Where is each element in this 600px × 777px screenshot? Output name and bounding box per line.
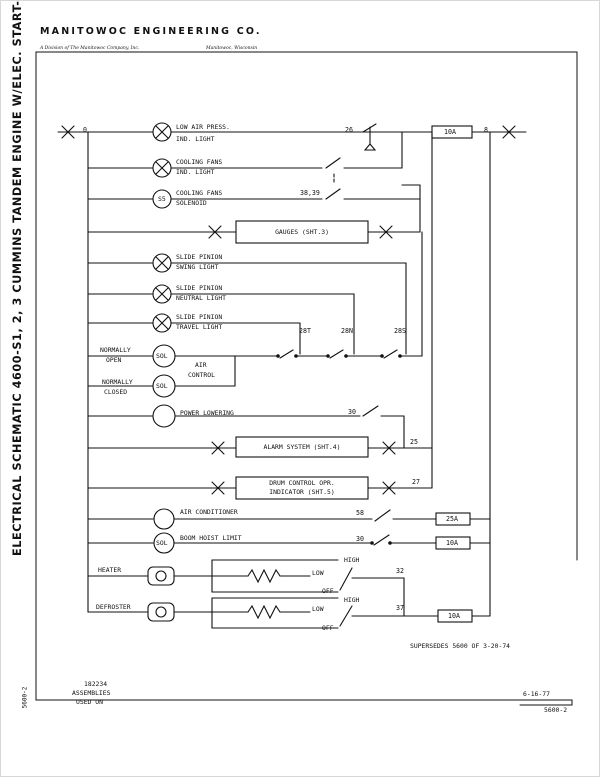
label-air-conditioner: AIR CONDITIONER [180, 508, 238, 516]
heater-motor-icon [147, 566, 175, 586]
row-air-control [87, 231, 423, 398]
label-cooling-sol-2: SOLENOID [176, 199, 207, 207]
wire-number-26: 26 [345, 126, 353, 134]
wire-number-25: 25 [410, 438, 418, 446]
label-gauges: GAUGES (SHT.3) [275, 228, 329, 236]
row-cooling-fans-ind [87, 131, 403, 185]
label-heater-off: OFF [322, 587, 334, 595]
supersedes-note: SUPERSEDES 5600 OF 3-20-74 [410, 642, 511, 650]
revision-date: 6-16-77 [523, 690, 550, 698]
row-cooling-fans-sol [87, 184, 421, 209]
symbol-sol-closed: SOL [156, 382, 168, 390]
label-air: AIR [195, 361, 207, 369]
label-defroster-low: LOW [312, 605, 324, 613]
wire-number-38-39: 38,39 [300, 189, 320, 197]
label-defroster-high: HIGH [344, 596, 360, 604]
label-alarm-system: ALARM SYSTEM (SHT.4) [263, 443, 341, 451]
wire-number-32: 32 [396, 567, 404, 575]
label-slide-swing-2: SWING LIGHT [176, 263, 219, 271]
defroster-motor-icon [147, 602, 175, 622]
label-normally-closed-2: CLOSED [104, 388, 128, 396]
row-alarm-system [87, 131, 433, 489]
label-cooling-ind-2: IND. LIGHT [176, 168, 215, 176]
symbol-s5: S5 [158, 195, 166, 203]
label-boom-hoist-limit: BOOM HOIST LIMIT [180, 534, 242, 542]
label-slide-travel-1: SLIDE PINION [176, 313, 223, 321]
label-slide-travel-2: TRAVEL LIGHT [176, 323, 223, 331]
label-defroster: DEFROSTER [96, 603, 131, 611]
selector-switch-icon [339, 567, 353, 591]
left-terminal-x-icon [61, 125, 75, 139]
label-control: CONTROL [188, 371, 215, 379]
symbol-sol-open: SOL [156, 352, 168, 360]
label-cooling-sol-1: COOLING FANS [176, 189, 223, 197]
resistor-icon [247, 568, 281, 584]
fuse-label-top: 10A [444, 128, 456, 136]
sheet-number: 5600-2 [544, 706, 568, 714]
switch-contact-icon [325, 188, 341, 200]
row-heater [87, 559, 405, 617]
label-normally-open-1: NORMALLY [100, 346, 131, 354]
switch-contact-icon [279, 349, 294, 359]
symbol-sol-boom: SOL [156, 539, 168, 547]
switch-contact-icon [383, 349, 398, 359]
row-slide-pinion [87, 253, 407, 355]
motor-icon [153, 508, 175, 530]
label-normally-closed-1: NORMALLY [102, 378, 133, 386]
switch-contact-icon [374, 509, 391, 522]
label-power-lowering: POWER LOWERING [180, 409, 234, 417]
wire-number-30b: 30 [356, 535, 364, 543]
label-low-air-1: LOW AIR PRESS. [176, 123, 230, 131]
wire-number-37: 37 [396, 604, 404, 612]
label-slide-neutral-1: SLIDE PINION [176, 284, 223, 292]
label-heater-high: HIGH [344, 556, 360, 564]
wire-number-28n: 28N [341, 327, 353, 335]
label-drum-control-2: INDICATOR (SHT.5) [269, 488, 335, 496]
label-cooling-ind-1: COOLING FANS [176, 158, 223, 166]
switch-contact-icon [325, 157, 341, 169]
row-boom-hoist-limit [87, 131, 491, 617]
assembly-number: 182234 [84, 680, 108, 688]
wire-number-left: 0 [83, 126, 87, 134]
alarm-system-box [235, 436, 369, 458]
switch-contact-icon [362, 405, 379, 417]
used-on-label: USED ON [76, 698, 103, 706]
assemblies-label: ASSEMBLIES [72, 689, 111, 697]
row-air-conditioner [87, 508, 491, 530]
label-heater: HEATER [98, 566, 122, 574]
wire-number-27: 27 [412, 478, 420, 486]
label-heater-low: LOW [312, 569, 324, 577]
resistor-icon [247, 604, 281, 620]
switch-contact-icon [373, 534, 390, 546]
row-defroster [87, 597, 491, 629]
label-defroster-off: OFF [322, 624, 334, 632]
right-terminal-x-icon [502, 125, 516, 139]
label-low-air-2: IND. LIGHT [176, 135, 215, 143]
selector-switch-icon [339, 605, 353, 627]
row-drum-control [87, 476, 433, 500]
label-slide-swing-1: SLIDE PINION [176, 253, 223, 261]
row-gauges [87, 198, 421, 244]
fuse-label-bottom: 10A [448, 612, 460, 620]
division-note: A Division of The Manitowoc Company, Inc… [40, 46, 140, 51]
fuse-label-mid: 10A [446, 539, 458, 547]
label-drum-control-1: DRUM CONTROL OPR. [269, 479, 335, 487]
solenoid-icon [152, 404, 176, 428]
fuse-label-25a: 25A [446, 515, 458, 523]
wire-number-right: 8 [484, 126, 488, 134]
wire-number-58: 58 [356, 509, 364, 517]
wire-number-30: 30 [348, 408, 356, 416]
company-name: MANITOWOC ENGINEERING CO. [40, 26, 262, 37]
wire-number-28t: 28T [299, 327, 311, 335]
frame-lines [35, 51, 578, 706]
label-slide-neutral-2: NEUTRAL LIGHT [176, 294, 227, 302]
row-power-lowering [87, 404, 405, 449]
switch-contact-icon [329, 349, 344, 359]
location-note: Manitowoc, Wisconsin [206, 46, 258, 51]
label-normally-open-2: OPEN [106, 356, 122, 364]
wire-number-28s: 28S [394, 327, 406, 335]
